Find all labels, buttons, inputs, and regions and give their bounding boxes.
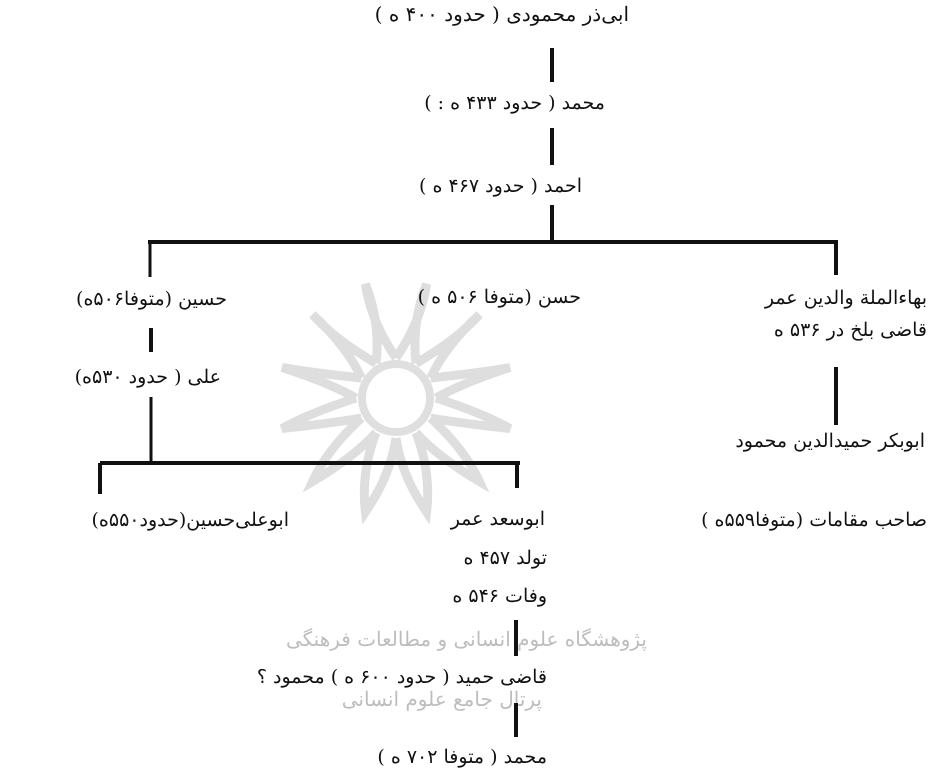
node-mohammad-702: محمد ( متوفا ۷۰۲ ه ) xyxy=(377,746,547,768)
watermark-ray xyxy=(412,414,490,493)
watermark-ray xyxy=(391,431,433,525)
watermark-ray xyxy=(413,311,483,380)
watermark-ray xyxy=(359,431,401,525)
node-qazi-hamid-mahmoud: قاضی حمید ( حدود ۶۰۰ ه ) محمود ؟ xyxy=(256,666,547,688)
node-abu-saad-birth: تولد ۴۵۷ ه xyxy=(463,547,547,569)
node-bahaolmella-omar: بهاءالملة والدین عمر xyxy=(764,287,927,309)
watermark-ray xyxy=(280,363,362,402)
node-abu-ali-hossein: ابوعلی‌حسین(حدود۵۵۰ه) xyxy=(91,509,289,531)
watermark-ray xyxy=(429,393,513,434)
node-hossein: حسین (متوفا۵۰۶ه) xyxy=(76,288,227,310)
watermark-ray xyxy=(392,282,431,364)
node-abubakr-mahmoud-note: صاحب مقامات (متوفا۵۵۹ه ) xyxy=(701,509,927,531)
watermark-ray xyxy=(430,363,512,402)
watermark-ray xyxy=(279,393,363,434)
watermark-ray xyxy=(302,414,380,493)
watermark-ray xyxy=(309,311,379,380)
node-bahaolmella-omar-note: قاضی بلخ در ۵۳۶ ه xyxy=(773,319,927,341)
node-abu-saad-omar: ابوسعد عمر xyxy=(450,508,545,530)
node-ali: علی ( حدود ۵۳۰ه) xyxy=(74,366,221,388)
watermark-ray xyxy=(361,282,400,364)
node-gen2-mohammad: محمد ( حدود ۴۳۳ ه : ) xyxy=(424,92,605,114)
node-gen3-ahmad: احمد ( حدود ۴۶۷ ه ) xyxy=(419,175,582,197)
node-abu-saad-death: وفات ۵۴۶ ه xyxy=(452,585,547,607)
watermark-text-1: پژوهشگاه علوم انسانی و مطالعات فرهنگی xyxy=(285,627,647,651)
watermark-text-2: پرتال جامع علوم انسانی xyxy=(341,687,542,711)
node-abubakr-mahmoud: ابوبکر حمیدالدین محمود xyxy=(735,430,925,452)
node-hasan: حسن (متوفا ۵۰۶ ه ) xyxy=(417,286,581,308)
node-root: ابی‌ذر محمودی ( حدود ۴۰۰ ه ) xyxy=(374,2,629,26)
